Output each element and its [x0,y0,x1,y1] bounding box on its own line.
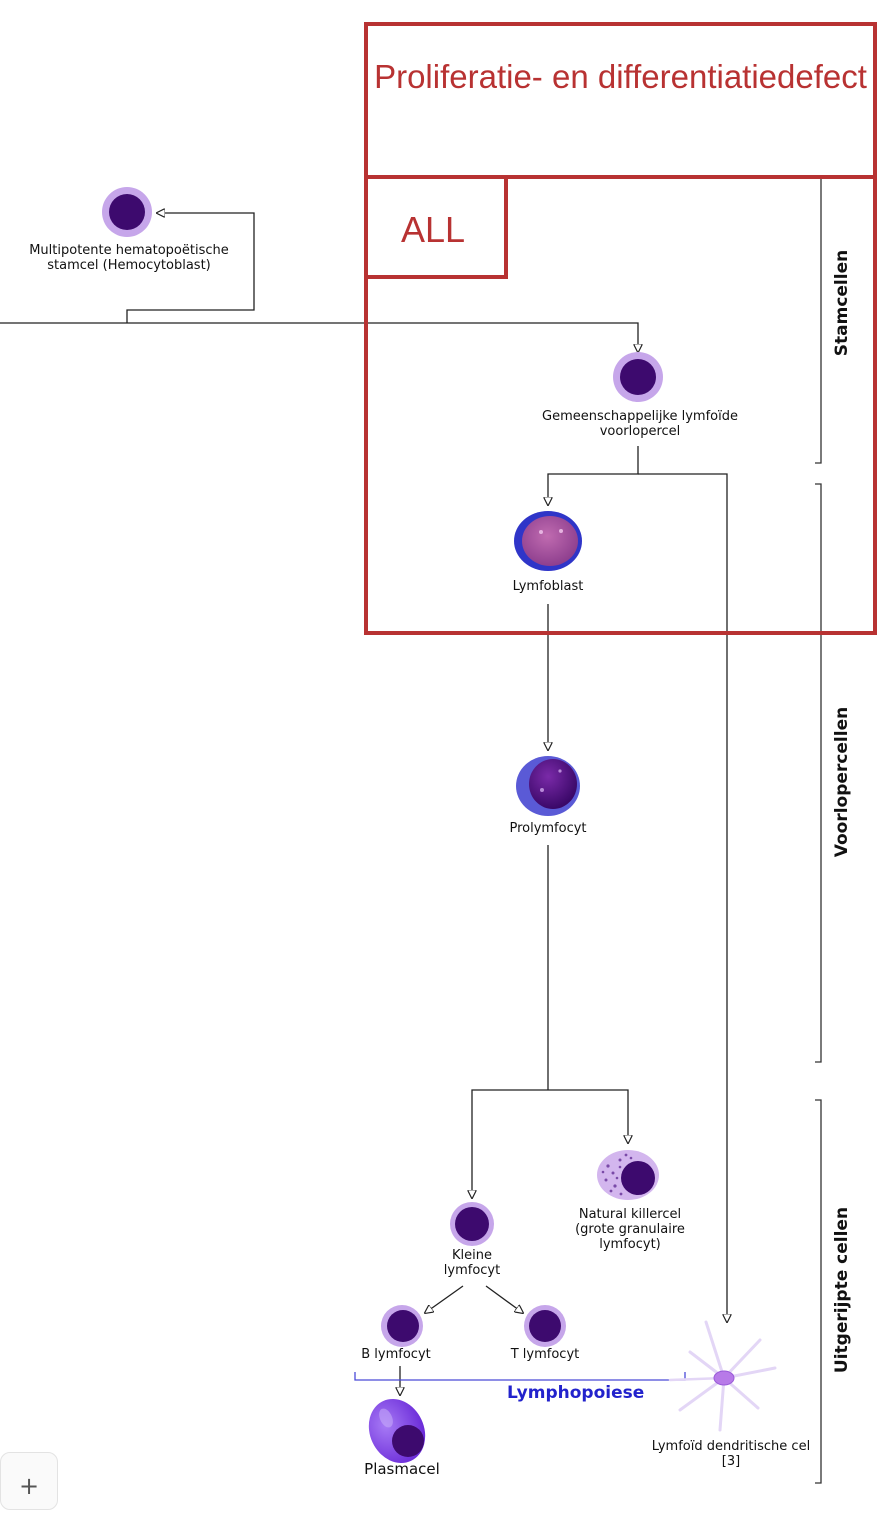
nk-cell [597,1150,659,1200]
dendritic-cell [668,1320,777,1432]
label-lymfoblast: Lymfoblast [512,579,584,594]
defect-title-box [364,22,877,179]
clp-cell [613,352,663,402]
arrow-to-clp [0,322,638,352]
arrow-to-kleine [472,1089,548,1198]
b-lymfocyt-cell [381,1305,423,1347]
arrow-clp-to-dendritic [638,473,727,1322]
label-prolymfocyt: Prolymfocyt [509,821,587,836]
all-region-box [364,175,877,635]
arrow-hsc-self-renewal [126,213,255,323]
connector-lines [0,213,727,1395]
arrow-to-b [425,1285,464,1313]
lymphopoiese-label: Lymphopoiese [507,1383,645,1403]
stage-stamcellen: Stamcellen [832,249,852,357]
arrow-to-t [485,1285,523,1313]
lymphopoiese-bracket [354,1372,686,1381]
t-lymfocyt-cell [524,1305,566,1347]
label-clp: Gemeenschappelijke lymfoïde voorlopercel [542,409,738,439]
all-label: ALL [401,209,466,250]
label-b-lymfocyt: B lymfocyt [361,1347,431,1362]
label-kleine-lymfocyt: Kleine lymfocyt [443,1248,501,1278]
kleine-lymfocyt-cell [450,1202,494,1246]
label-dendritic: Lymfoïd dendritische cel [3] [651,1439,811,1469]
arrow-to-nk [548,1089,628,1143]
arrow-clp-to-lymfoblast [548,446,639,505]
hsc-cell [102,187,152,237]
label-nk: Natural killercel (grote granulaire lymf… [575,1207,685,1252]
add-button[interactable]: + [0,1452,58,1510]
prolymfocyt-cell [516,756,580,816]
lymfoblast-cell [514,511,582,571]
label-plasmacel: Plasmacel [364,1460,440,1478]
plus-icon: + [18,1472,40,1500]
stage-uitgerijpte: Uitgerijpte cellen [832,1206,852,1374]
stage-voorlopercellen: Voorlopercellen [832,706,852,858]
bracket-voorlopercellen [815,483,822,1063]
defect-title: Proliferatie- en differentiatiedefect [374,58,867,95]
plasmacel-cell [368,1398,426,1464]
bracket-uitgerijpte [815,1099,822,1484]
all-label-box [364,175,508,279]
label-t-lymfocyt: T lymfocyt [510,1347,580,1362]
label-hsc: Multipotente hematopoëtische stamcel (He… [29,243,229,273]
